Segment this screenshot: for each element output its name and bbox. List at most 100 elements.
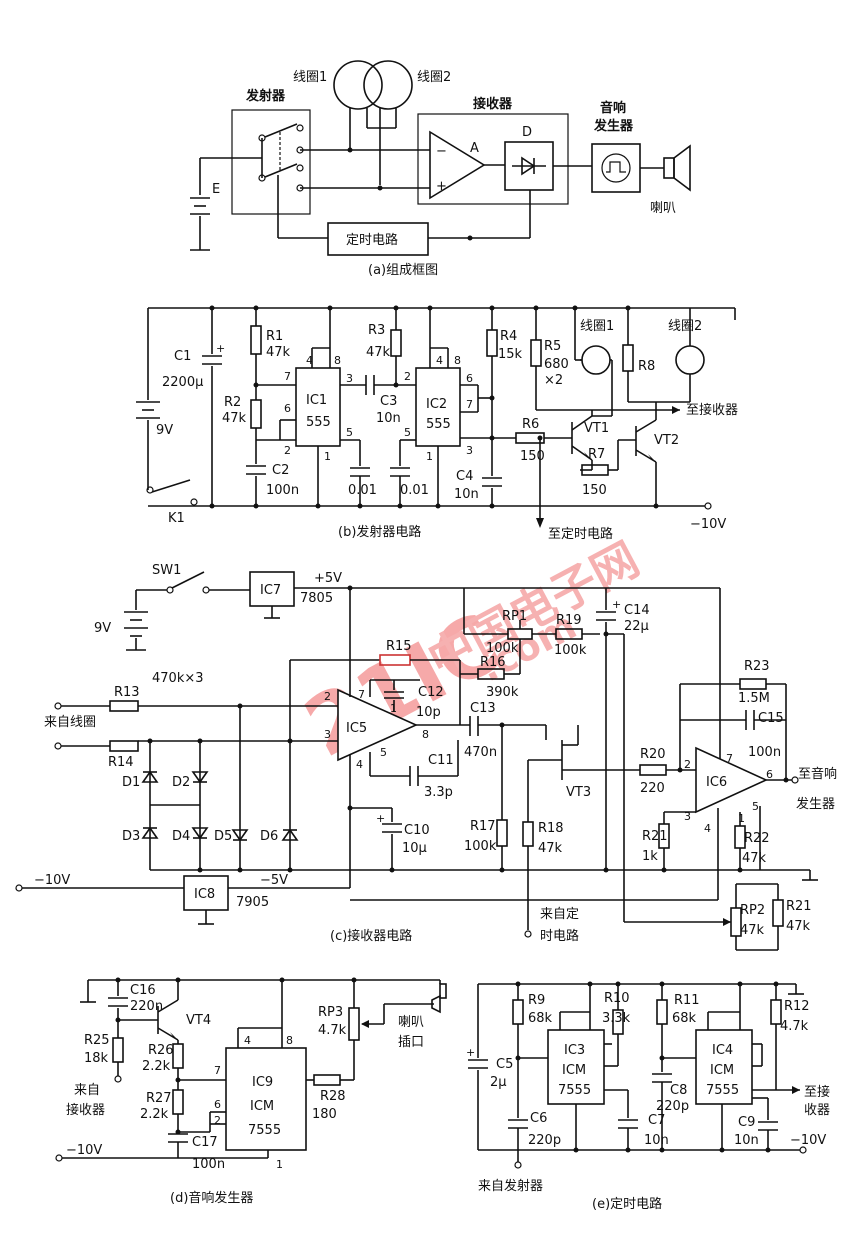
svg-text:+: +	[466, 1046, 475, 1059]
label-b-c3: C3	[380, 394, 397, 409]
label-c-ic7: IC7	[260, 583, 281, 598]
label-b-c4-val: 10n	[454, 487, 479, 502]
label-c-r17-val: 100k	[464, 839, 497, 854]
label-d-r25-val: 18k	[84, 1051, 109, 1066]
label-c-ic6-p3: 3	[684, 810, 691, 823]
label-e-c8: C8	[670, 1083, 687, 1098]
label-e-ic3-icm: ICM	[562, 1063, 586, 1078]
label-e-ic4: IC4	[712, 1043, 733, 1058]
label-sound-gen-1: 音响	[600, 100, 626, 116]
label-d-p2: 2	[214, 1114, 221, 1127]
label-c-r23: R23	[744, 659, 770, 674]
label-b-c2: C2	[272, 463, 289, 478]
label-c-from-timer-1: 来自定	[540, 907, 579, 922]
label-d-r28: R28	[320, 1089, 346, 1104]
label-e-r10-val: 3.3k	[602, 1011, 631, 1026]
label-d-ic9-icm: ICM	[250, 1099, 274, 1114]
label-c-r17: R17	[470, 819, 496, 834]
label-c-ic7-part: 7805	[300, 591, 333, 606]
label-b-ic1-p7: 7	[284, 370, 291, 383]
label-b-vt1: VT1	[584, 421, 609, 436]
caption-panel-e: (e)定时电路	[592, 1196, 662, 1212]
label-c-r20: R20	[640, 747, 666, 762]
label-c-r21b-val: 47k	[786, 919, 811, 934]
label-c-c10: C10	[404, 823, 430, 838]
panel-b-transmitter-circuit: −10V 9V K1 + C1 2200μ R1 47k R2 47k	[136, 305, 738, 542]
label-c-neg10v: −10V	[34, 873, 70, 888]
label-c-c13-val: 470n	[464, 745, 497, 760]
label-amp-a: A	[470, 141, 479, 156]
label-b-k1: K1	[168, 511, 185, 526]
label-b-r6-val: 150	[520, 449, 545, 464]
label-b-ic2: IC2	[426, 397, 447, 412]
panel-a-block-diagram: E 发射器 线圈1 线圈2 接收器 − +	[190, 60, 691, 278]
label-c-r16-val: 390k	[486, 685, 519, 700]
label-c-r19: R19	[556, 613, 582, 628]
label-b-batt: 9V	[156, 423, 173, 438]
label-e-r12-val: 4.7k	[780, 1019, 809, 1034]
label-c-d3: D3	[122, 829, 140, 844]
label-b-ic1: IC1	[306, 393, 327, 408]
label-c-ic6-p5: 5	[752, 800, 759, 813]
svg-text:+: +	[436, 179, 447, 194]
svg-text:−: −	[436, 144, 447, 159]
label-e-r10: R10	[604, 991, 630, 1006]
label-c-c10-val: 10μ	[402, 841, 427, 856]
label-b-cap001-b: 0.01	[400, 483, 429, 498]
label-c-d6: D6	[260, 829, 278, 844]
label-b-ic2-p4: 4	[436, 354, 443, 367]
label-b-ic1-p3: 3	[346, 372, 353, 385]
label-c-c13: C13	[470, 701, 496, 716]
label-c-c14: C14	[624, 603, 650, 618]
label-timer: 定时电路	[346, 232, 398, 248]
label-d-vt4: VT4	[186, 1013, 211, 1028]
label-b-r7-val: 150	[582, 483, 607, 498]
caption-panel-d: (d)音响发生器	[170, 1190, 253, 1206]
label-c-ic5: IC5	[346, 721, 367, 736]
label-d-p6: 6	[214, 1098, 221, 1111]
label-e-r11-val: 68k	[672, 1011, 697, 1026]
label-b-coil1: 线圈1	[580, 319, 614, 334]
label-c-r14: R14	[108, 755, 134, 770]
label-c-r19-val: 100k	[554, 643, 587, 658]
label-c-d2: D2	[172, 775, 190, 790]
label-d-ic9: IC9	[252, 1075, 273, 1090]
label-b-r1: R1	[266, 329, 283, 344]
label-c-r21-val: 1k	[642, 849, 658, 864]
label-e-from-tx: 来自发射器	[478, 1178, 543, 1194]
label-c-c15: C15	[758, 711, 784, 726]
label-c-from-coil: 来自线圈	[44, 715, 96, 730]
label-b-c3-val: 10n	[376, 411, 401, 426]
label-b-ic2-p5: 5	[404, 426, 411, 439]
label-e-to-rx-2: 收器	[804, 1103, 830, 1118]
label-c-ic5-p5: 5	[380, 746, 387, 759]
label-d-c17: C17	[192, 1135, 218, 1150]
label-b-r2: R2	[224, 395, 241, 410]
label-c-r21b: R21	[786, 899, 812, 914]
label-c-r20-val: 220	[640, 781, 665, 796]
label-e-r9-val: 68k	[528, 1011, 553, 1026]
label-e-c6-val: 220p	[528, 1133, 561, 1148]
label-c-d1: D1	[122, 775, 140, 790]
label-b-r1-val: 47k	[266, 345, 291, 360]
panel-e-timer-circuit: −10V + C5 2μ R9 68k C6 220p 来自发射器 IC3 IC…	[466, 981, 830, 1212]
label-e-c5: C5	[496, 1057, 513, 1072]
label-e-c5-val: 2μ	[490, 1075, 507, 1090]
label-c-rp1: RP1	[502, 609, 527, 624]
label-b-ic1-type: 555	[306, 415, 331, 430]
label-speaker: 喇叭	[650, 201, 676, 216]
label-c-d4: D4	[172, 829, 190, 844]
label-b-ic2-p1: 1	[426, 450, 433, 463]
label-c-r13: R13	[114, 685, 140, 700]
label-d-rp3: RP3	[318, 1005, 343, 1020]
label-e-c8-val: 220p	[656, 1099, 689, 1114]
label-c-ic8: IC8	[194, 887, 215, 902]
label-d-p8: 8	[286, 1034, 293, 1047]
label-e-ic4-icm: ICM	[710, 1063, 734, 1078]
label-c-ic6-p4: 4	[704, 822, 711, 835]
label-c-ic5-p7: 7	[358, 688, 365, 701]
label-c-to-sound-1: 至音响	[798, 766, 837, 782]
label-b-ic2-type: 555	[426, 417, 451, 432]
label-c-ic6-p2: 2	[684, 758, 691, 771]
